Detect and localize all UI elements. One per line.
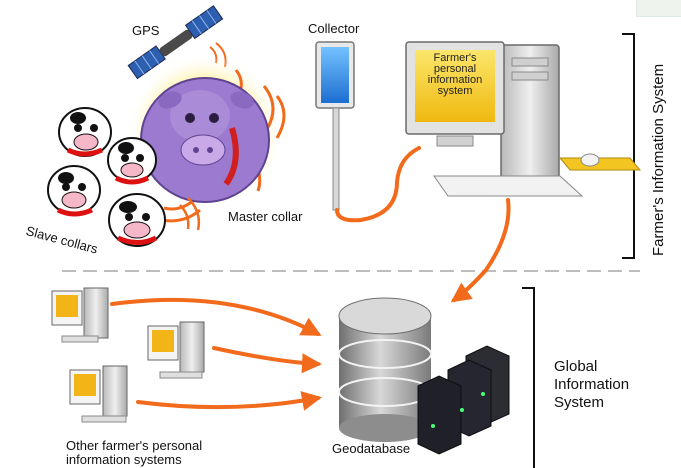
slave-cow-icon: [58, 107, 112, 157]
other-computer-icon: [69, 365, 128, 423]
other-computer-icon: [51, 287, 109, 343]
other-systems-label-line2: information systems: [66, 452, 182, 467]
server-icon: [417, 345, 510, 455]
slave-cow-icon: [107, 137, 157, 185]
global-information-system-label-line3: System: [554, 394, 605, 411]
farmer-computer-icon: [405, 41, 642, 197]
global-information-system-label-line1: Global: [554, 358, 598, 375]
slave-cow-icon: [108, 193, 201, 247]
database-icon: [338, 297, 432, 442]
other-computer-icon: [147, 321, 205, 379]
global-system-bracket: [522, 287, 535, 468]
connector-arrows: [110, 146, 511, 411]
collector-label: Collector: [308, 21, 360, 36]
collector-to-computer-arrow: [335, 146, 421, 223]
collector-icon: [315, 41, 355, 211]
slave-cow-icon: [47, 165, 101, 217]
master-cow-icon: [140, 77, 270, 203]
other-2-to-database-arrow: [212, 346, 322, 374]
computer-to-database-arrow: [450, 198, 511, 303]
farmer-system-bracket: [622, 33, 635, 259]
geodatabase-label: Geodatabase: [332, 441, 411, 456]
master-collar-label: Master collar: [228, 209, 303, 224]
gps-label: GPS: [132, 23, 160, 38]
screen-text-label: Farmer's personal information system: [427, 52, 483, 97]
corner-tab: [636, 0, 681, 17]
other-1-to-database-arrow: [110, 297, 322, 336]
other-systems-label-line1: Other farmer's personal: [66, 438, 203, 453]
other-3-to-database-arrow: [136, 391, 322, 411]
farmers-information-system-label: Farmer's Information System: [650, 63, 667, 256]
global-information-system-label-line2: Information: [554, 376, 630, 393]
satellite-icon: [127, 5, 227, 80]
